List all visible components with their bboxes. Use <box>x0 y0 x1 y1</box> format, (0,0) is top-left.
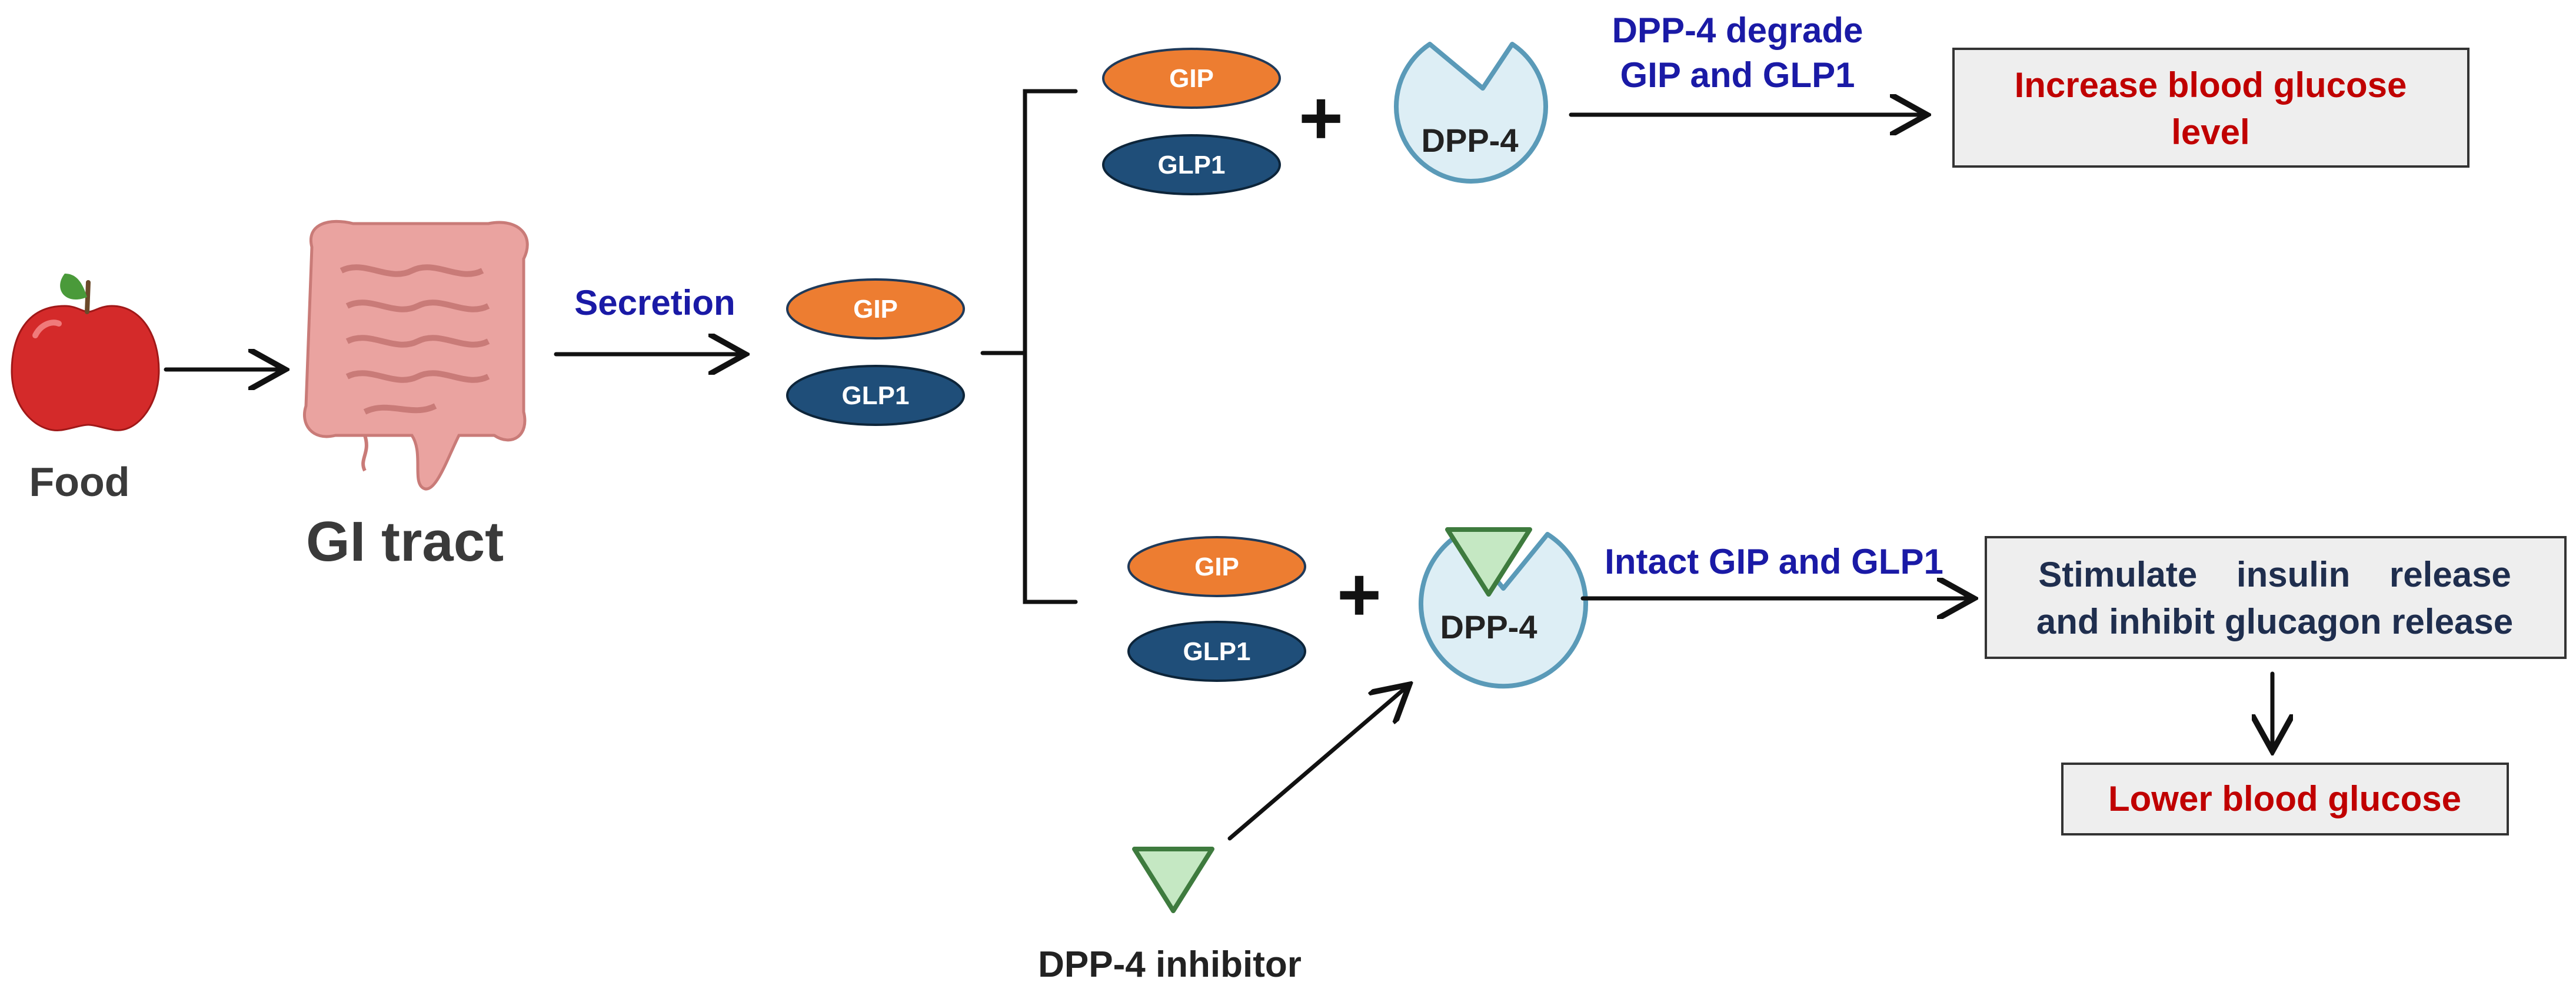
intestine-icon <box>302 219 529 491</box>
plus-bottom: + <box>1337 551 1382 637</box>
dpp4-degrade-label-line2: GIP and GLP1 <box>1620 55 1855 95</box>
secretion-label: Secretion <box>574 283 735 322</box>
dpp4-enzyme-bottom <box>1419 532 1588 689</box>
dpp4-label-top: DPP-4 <box>1422 122 1519 159</box>
increase-glucose-box <box>1952 48 2470 168</box>
dpp4-inhibitor-label: DPP-4 inhibitor <box>1038 944 1302 985</box>
lower-glucose-label: Lower blood glucose <box>2108 779 2461 818</box>
increase-glucose-line2: level <box>2171 112 2249 152</box>
dpp4-degrade-label-line1: DPP-4 degrade <box>1612 11 1863 50</box>
food-label: Food <box>29 459 129 505</box>
branch-bracket-vertical <box>1023 89 1078 604</box>
gip-label-top: GIP <box>1169 64 1214 93</box>
gip-pill-top <box>1102 48 1281 109</box>
gi-tract-label: GI tract <box>306 510 504 573</box>
glp1-label-bottom: GLP1 <box>1183 637 1251 666</box>
dpp4-inhibitor-triangle-icon <box>1132 847 1214 913</box>
plus-top: + <box>1299 75 1343 161</box>
stimulate-line1: Stimulate insulin release <box>2038 555 2511 594</box>
inhibitor-bound-triangle-icon <box>1445 527 1532 597</box>
increase-glucose-line1: Increase blood glucose <box>2015 65 2407 105</box>
lower-glucose-box <box>2061 763 2509 835</box>
gip-pill-mid <box>786 278 965 339</box>
gip-pill-bottom <box>1127 536 1306 597</box>
stimulate-line2: and inhibit glucagon release <box>2036 602 2513 641</box>
dpp4-enzyme-top <box>1394 42 1548 184</box>
glp1-pill-bottom <box>1127 621 1306 682</box>
apple-icon <box>11 274 160 431</box>
dpp4-label-bottom: DPP-4 <box>1440 608 1537 645</box>
glp1-label-top: GLP1 <box>1158 151 1226 179</box>
glp1-pill-top <box>1102 134 1281 195</box>
glp1-pill-mid <box>786 365 965 426</box>
stimulate-insulin-box <box>1985 536 2567 659</box>
gip-label-mid: GIP <box>853 295 898 324</box>
glp1-label-mid: GLP1 <box>842 381 910 410</box>
arrow-inhibitor-to-dpp4 <box>1227 687 1406 841</box>
gip-label-bottom: GIP <box>1194 552 1239 581</box>
intact-label: Intact GIP and GLP1 <box>1605 542 1943 581</box>
